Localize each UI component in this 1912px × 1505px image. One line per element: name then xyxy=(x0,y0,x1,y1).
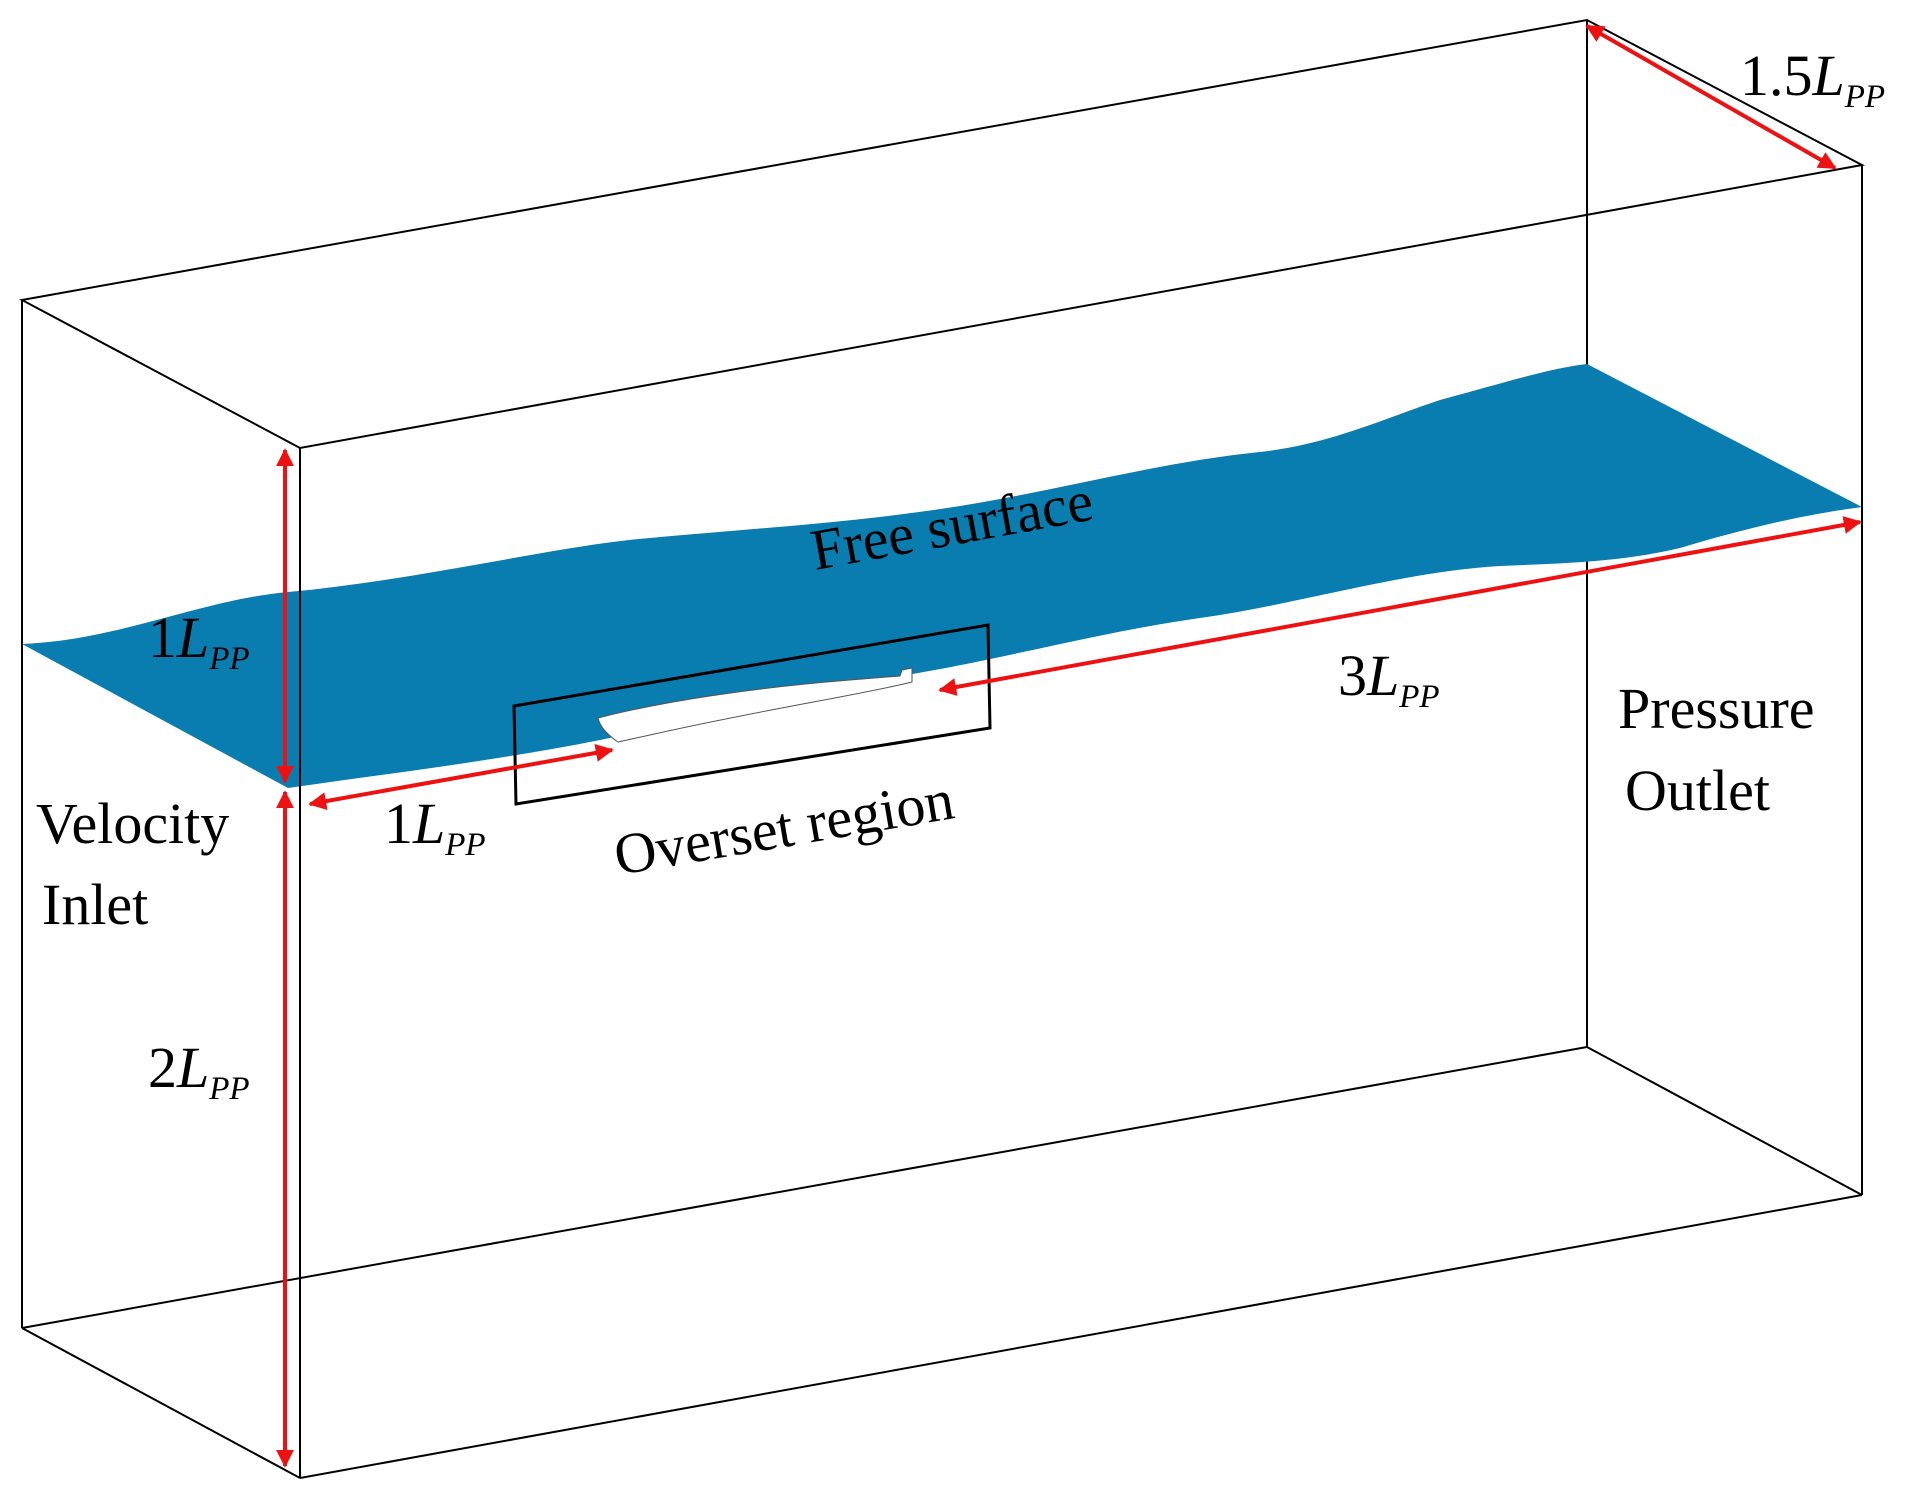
width-subscript: PP xyxy=(1844,79,1885,115)
upstream-symbol: L xyxy=(412,791,445,856)
left-bottom-edge xyxy=(21,1327,301,1479)
height-value: 1 xyxy=(148,605,177,670)
dimension-arrows xyxy=(276,24,1862,1468)
downstream-subscript: PP xyxy=(1398,679,1439,715)
depth-value: 2 xyxy=(148,1035,177,1100)
overset-region-label: Overset region xyxy=(609,767,958,888)
height-dimension-label: 1LPP xyxy=(148,605,250,677)
velocity-inlet-label-line1: Velocity xyxy=(36,791,229,856)
upstream-dimension-label: 1LPP xyxy=(384,791,486,863)
height-subscript: PP xyxy=(208,641,249,677)
pressure-outlet-label-line2: Outlet xyxy=(1625,758,1770,823)
front-bottom-edge xyxy=(299,1194,1863,1479)
downstream-arrow xyxy=(938,516,1862,696)
upstream-value: 1 xyxy=(384,791,413,856)
upstream-subscript: PP xyxy=(444,827,485,863)
width-arrow xyxy=(1585,24,1837,170)
velocity-inlet-label-line2: Inlet xyxy=(42,872,148,937)
back-bottom-edge xyxy=(21,1046,1588,1329)
downstream-value: 3 xyxy=(1338,643,1367,708)
downstream-symbol: L xyxy=(1366,643,1399,708)
width-value: 1.5 xyxy=(1740,43,1813,108)
width-dimension-label: 1.5LPP xyxy=(1740,43,1885,115)
width-symbol: L xyxy=(1812,43,1845,108)
downstream-dimension-label: 3LPP xyxy=(1338,643,1440,715)
depth-dimension-label: 2LPP xyxy=(148,1035,250,1107)
right-bottom-edge xyxy=(1586,1046,1863,1196)
upstream-arrow xyxy=(308,743,614,811)
domain-front-edges xyxy=(18,18,1866,1479)
depth-subscript: PP xyxy=(208,1071,249,1107)
depth-symbol: L xyxy=(176,1035,209,1100)
height-symbol: L xyxy=(176,605,209,670)
ship-hull xyxy=(597,667,913,743)
pressure-outlet-label-line1: Pressure xyxy=(1618,676,1815,741)
